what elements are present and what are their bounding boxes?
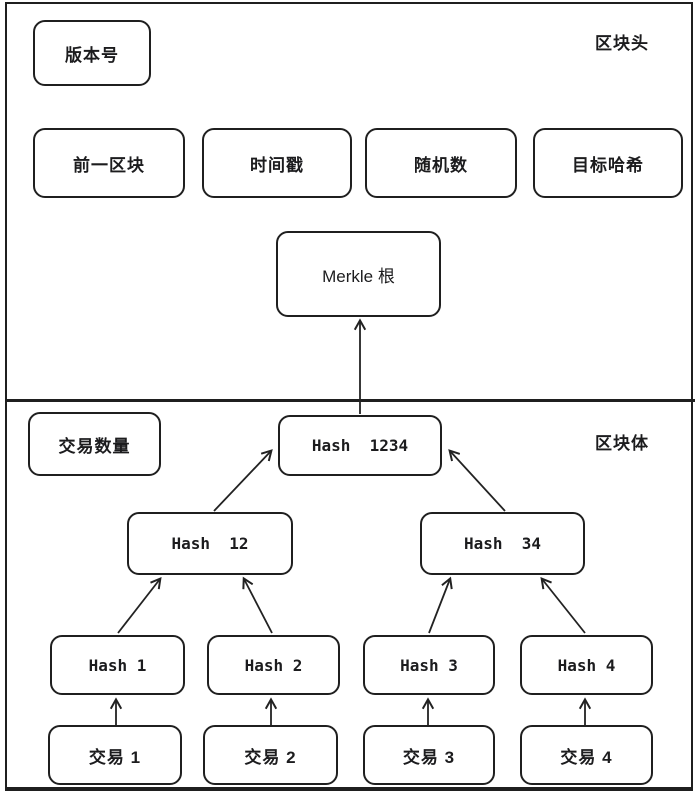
block-outer-frame — [5, 2, 693, 791]
node-hash-1234: Hash 1234 — [278, 415, 442, 476]
node-transaction-1: 交易 1 — [48, 725, 182, 785]
node-transaction-3: 交易 3 — [363, 725, 495, 785]
node-transaction-count: 交易数量 — [28, 412, 161, 476]
node-transaction-4: 交易 4 — [520, 725, 653, 785]
node-merkle-root: Merkle 根 — [276, 231, 441, 317]
node-previous-block: 前一区块 — [33, 128, 185, 198]
header-body-divider — [5, 399, 695, 402]
node-transaction-2: 交易 2 — [203, 725, 338, 785]
node-target-hash: 目标哈希 — [533, 128, 683, 198]
node-hash-4: Hash 4 — [520, 635, 653, 695]
node-hash-3: Hash 3 — [363, 635, 495, 695]
node-hash-1: Hash 1 — [50, 635, 185, 695]
node-version: 版本号 — [33, 20, 151, 86]
body-section-label: 区块体 — [595, 434, 649, 453]
node-hash-2: Hash 2 — [207, 635, 340, 695]
header-section-label: 区块头 — [595, 34, 649, 53]
node-timestamp: 时间戳 — [202, 128, 352, 198]
node-hash-12: Hash 12 — [127, 512, 293, 575]
node-hash-34: Hash 34 — [420, 512, 585, 575]
node-nonce: 随机数 — [365, 128, 517, 198]
